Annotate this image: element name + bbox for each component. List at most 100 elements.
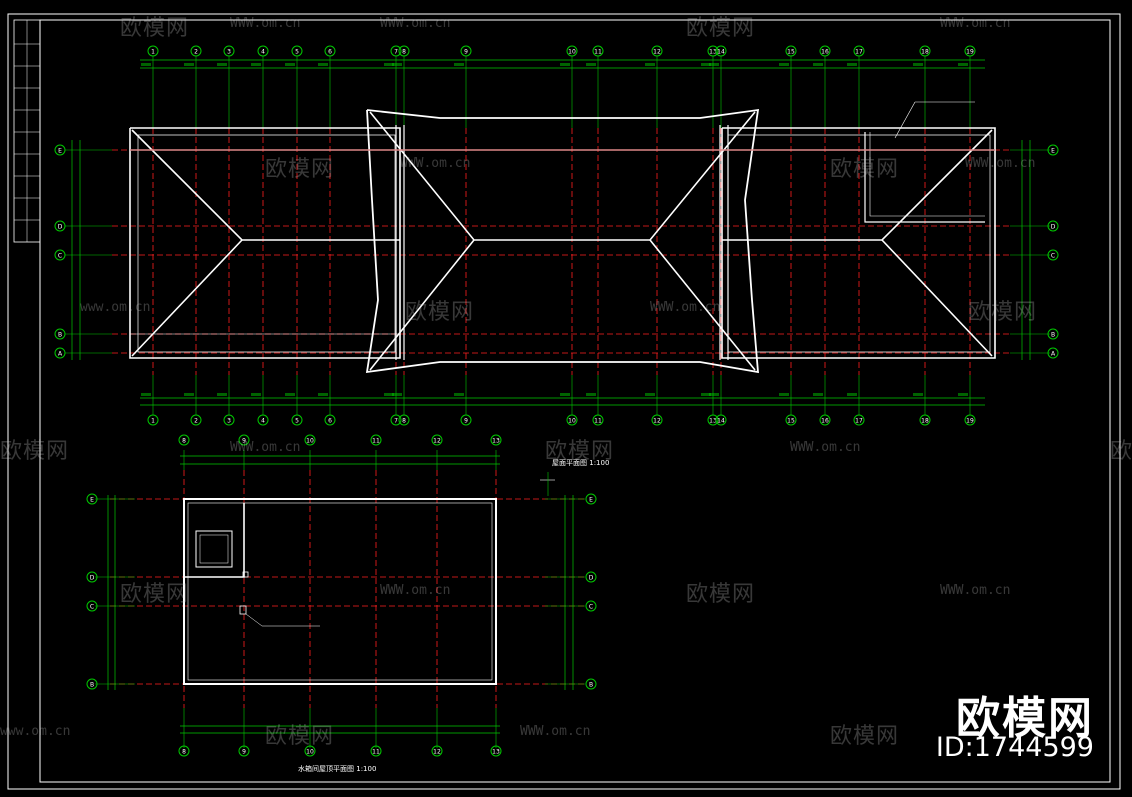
watermark-url: WWW.om.cn — [230, 440, 301, 455]
drawing-frame — [39, 19, 1111, 783]
axis-bubble-10-label: 10 — [306, 438, 314, 445]
watermark-url: WWW.om.cn — [230, 16, 301, 31]
roof-hip-left — [131, 239, 243, 357]
axis-bubble-A — [54, 347, 66, 359]
axis-bubble-4-label: 4 — [261, 418, 265, 425]
axis-bubble-15 — [785, 414, 797, 426]
roof-ridge-middle-top — [369, 111, 756, 241]
axis-bubble-D — [585, 571, 597, 583]
axis-bubble-17-label: 17 — [855, 49, 863, 56]
bottom-plan-title: 水箱间屋顶平面图 1:100 — [298, 765, 377, 773]
dimension-text — [217, 63, 227, 66]
axis-bubble-9 — [460, 45, 472, 57]
axis-bubble-8 — [398, 414, 410, 426]
dimension-text — [847, 63, 857, 66]
axis-bubble-9 — [238, 745, 250, 757]
axis-bubble-10-label: 10 — [306, 749, 314, 756]
axis-bubble-18 — [919, 45, 931, 57]
axis-bubble-7-label: 7 — [394, 418, 398, 425]
axis-bubble-8-label: 8 — [182, 749, 186, 756]
roof-hip-middle-bl — [369, 239, 475, 371]
axis-bubble-12 — [431, 745, 443, 757]
drain-outlet — [239, 605, 247, 615]
axis-bubble-B — [585, 678, 597, 690]
axis-bubble-15-label: 15 — [787, 418, 795, 425]
axis-bubble-15-label: 15 — [787, 49, 795, 56]
axis-bubble-9-label: 9 — [242, 438, 246, 445]
dimension-text — [285, 393, 295, 396]
axis-bubble-13-label: 13 — [709, 49, 717, 56]
axis-bubble-16-label: 16 — [821, 418, 829, 425]
axis-bubble-12 — [431, 434, 443, 446]
axis-bubble-11 — [370, 745, 382, 757]
dimension-text — [251, 63, 261, 66]
axis-bubble-2 — [190, 414, 202, 426]
watermark-url: WWW.om.cn — [940, 583, 1011, 598]
axis-bubble-14-label: 14 — [717, 49, 725, 56]
roof-ridge-left — [131, 129, 400, 241]
watermark-url: WWW.om.cn — [380, 583, 451, 598]
axis-bubble-B-label: B — [589, 682, 593, 689]
axis-bubble-19-label: 19 — [966, 418, 974, 425]
axis-bubble-6 — [324, 45, 336, 57]
axis-bubble-3 — [223, 414, 235, 426]
dimension-text — [645, 63, 655, 66]
axis-bubble-13-label: 13 — [709, 418, 717, 425]
axis-bubble-E-label: E — [1051, 148, 1055, 155]
axis-bubble-7 — [390, 414, 402, 426]
roof-hip-middle-br — [649, 239, 756, 371]
axis-bubble-E — [585, 493, 597, 505]
dimension-text — [384, 63, 394, 66]
sheet-border — [7, 13, 1121, 790]
axis-bubble-11 — [592, 414, 604, 426]
axis-bubble-D-label: D — [589, 575, 594, 582]
axis-bubble-8 — [178, 434, 190, 446]
axis-bubble-14 — [715, 414, 727, 426]
roof-parapet-inner — [869, 132, 985, 217]
axis-bubble-9 — [238, 434, 250, 446]
watermark-url: www.om.cn — [0, 724, 71, 739]
axis-bubble-B — [86, 678, 98, 690]
tank-room-roof-inner — [187, 502, 493, 681]
watermark-brand: 欧模网 — [265, 157, 335, 182]
axis-bubble-A-label: A — [1051, 351, 1056, 358]
watermark-brand: 欧模网 — [120, 582, 190, 607]
axis-bubble-12-label: 12 — [433, 749, 441, 756]
dimension-text — [779, 63, 789, 66]
roof-outline-right-wing — [721, 127, 996, 359]
drain-outlet — [242, 571, 249, 578]
roof-outline-left-wing — [129, 127, 401, 359]
roof-parapet-box — [864, 132, 985, 223]
axis-bubble-11-label: 11 — [372, 749, 380, 756]
axis-bubble-18 — [919, 414, 931, 426]
axis-bubble-6 — [324, 414, 336, 426]
axis-bubble-B — [54, 328, 66, 340]
watermark-brand: 欧模网 — [968, 300, 1038, 325]
axis-bubble-2 — [190, 45, 202, 57]
axis-bubble-C-label: C — [90, 604, 94, 611]
axis-bubble-5 — [291, 45, 303, 57]
watermark-brand: 欧模网 — [405, 300, 475, 325]
axis-bubble-D — [86, 571, 98, 583]
axis-bubble-5 — [291, 414, 303, 426]
axis-bubble-16 — [819, 414, 831, 426]
axis-bubble-D-label: D — [58, 224, 63, 231]
axis-bubble-11-label: 11 — [372, 438, 380, 445]
roof-inner-left-wing — [137, 134, 396, 353]
dimension-text — [701, 63, 711, 66]
watermark-brand: 欧模网 — [545, 439, 615, 464]
axis-bubble-B-label: B — [58, 332, 62, 339]
axis-bubble-10 — [566, 45, 578, 57]
axis-bubble-C-label: C — [58, 253, 62, 260]
watermark-url: WWW.om.cn — [380, 16, 451, 31]
dimension-text — [184, 393, 194, 396]
axis-bubble-C — [54, 249, 66, 261]
axis-bubble-E-label: E — [90, 497, 94, 504]
leader-line — [245, 613, 263, 627]
dimension-text — [709, 393, 719, 396]
axis-bubble-8 — [398, 45, 410, 57]
roof-hatch — [195, 530, 233, 568]
axis-bubble-18-label: 18 — [921, 49, 929, 56]
dimension-text — [560, 63, 570, 66]
axis-bubble-13-label: 13 — [492, 438, 500, 445]
